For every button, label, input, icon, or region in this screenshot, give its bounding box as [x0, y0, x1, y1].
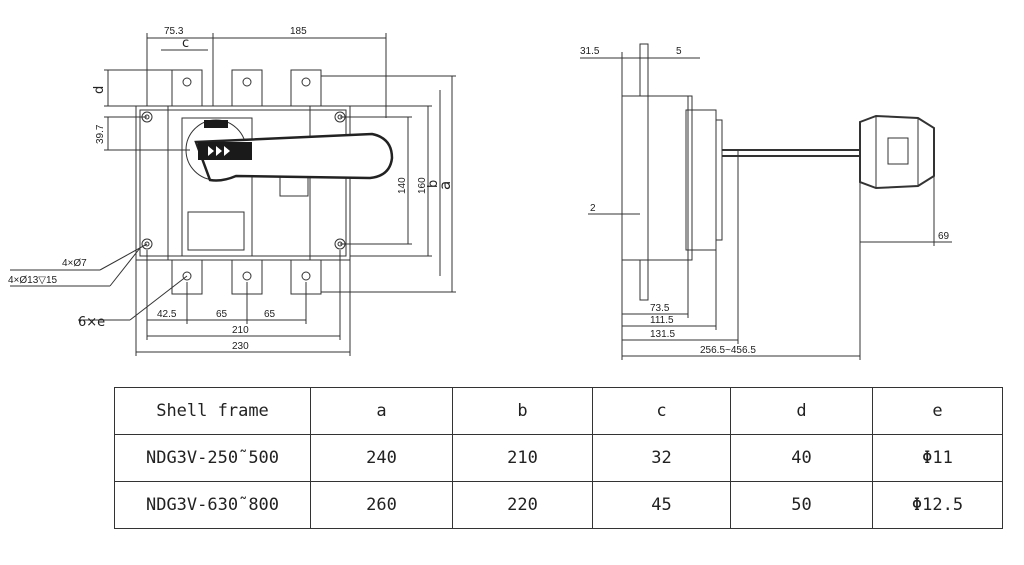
dim-b: b — [426, 180, 441, 188]
cell-b: 220 — [452, 481, 593, 529]
dim-5: 5 — [676, 46, 682, 57]
table-row: NDG3V-630˜800 260 220 45 50 Φ12.5 — [114, 481, 1003, 529]
callout-6x-e: 6×e — [78, 315, 105, 330]
terminal-tab-top-1 — [171, 69, 203, 107]
dim-210: 210 — [232, 325, 249, 336]
cell-model: NDG3V-250˜500 — [114, 434, 311, 482]
header-e: e — [872, 387, 1003, 435]
dim-160: 160 — [417, 177, 428, 194]
dim-65-b: 65 — [264, 309, 276, 320]
dim-39-7: 39.7 — [95, 124, 106, 144]
terminal-tab-top-3 — [290, 69, 322, 107]
table-row: NDG3V-250˜500 240 210 32 40 Φ11 — [114, 434, 1003, 482]
cell-b: 210 — [452, 434, 593, 482]
dim-185: 185 — [290, 26, 307, 37]
door-handle — [859, 114, 935, 190]
header-shell-frame: Shell frame — [114, 387, 311, 435]
technical-drawing: 75.3 c 185 d 39.7 140 160 b a 42.5 65 65… — [8, 26, 952, 360]
dim-65-a: 65 — [216, 309, 228, 320]
side-body — [621, 95, 689, 261]
callout-4x-d13: 4×Ø13▽15 — [8, 275, 58, 286]
cell-d: 50 — [730, 481, 873, 529]
cell-a: 240 — [310, 434, 453, 482]
dim-131-5: 131.5 — [650, 329, 675, 340]
terminal-tab-top-2 — [231, 69, 263, 107]
dim-69: 69 — [938, 231, 950, 242]
header-b: b — [452, 387, 593, 435]
dimension-table: Shell frame a b c d e NDG3V-250˜500 240 … — [114, 387, 1003, 529]
cell-e: Φ12.5 — [872, 481, 1003, 529]
dim-75-3: 75.3 — [164, 26, 184, 37]
dim-d: d — [92, 86, 107, 94]
switch-body — [135, 105, 351, 261]
cell-d: 40 — [730, 434, 873, 482]
side-terminal-bottom — [639, 259, 649, 301]
dim-42-5: 42.5 — [157, 309, 177, 320]
dim-31-5: 31.5 — [580, 46, 600, 57]
cell-c: 32 — [592, 434, 731, 482]
header-d: d — [730, 387, 873, 435]
cell-e: Φ11 — [872, 434, 1003, 482]
dim-a: a — [436, 181, 454, 190]
dim-230: 230 — [232, 341, 249, 352]
dim-140: 140 — [397, 177, 408, 194]
side-terminal-top — [639, 43, 649, 97]
header-c: c — [592, 387, 731, 435]
table-header-row: Shell frame a b c d e — [114, 387, 1003, 435]
header-a: a — [310, 387, 453, 435]
callout-4x-d7: 4×Ø7 — [62, 258, 87, 269]
cell-a: 260 — [310, 481, 453, 529]
dim-c: c — [182, 36, 189, 51]
cell-model: NDG3V-630˜800 — [114, 481, 311, 529]
cell-c: 45 — [592, 481, 731, 529]
dim-73-5: 73.5 — [650, 303, 670, 314]
dim-111-5: 111.5 — [650, 315, 674, 326]
dim-256-5-456-5: 256.5~456.5 — [700, 345, 756, 356]
dim-2: 2 — [590, 203, 596, 214]
